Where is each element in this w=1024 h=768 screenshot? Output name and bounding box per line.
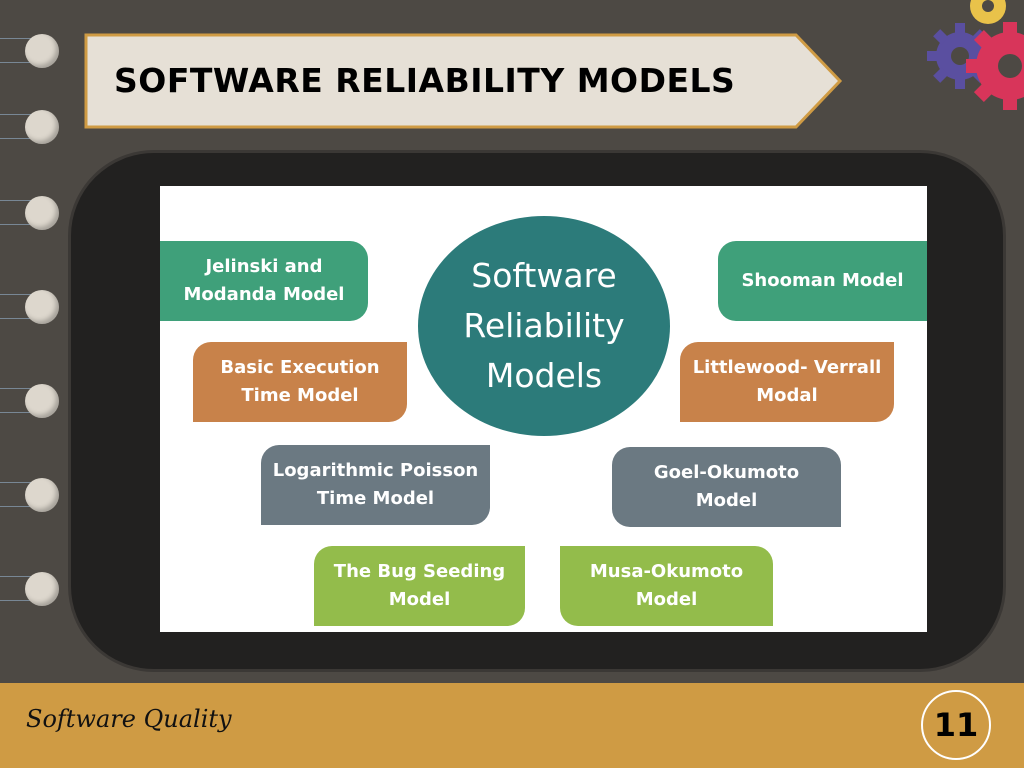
diagram-node: Goel-Okumoto Model (612, 447, 841, 527)
diagram-node: Musa-Okumoto Model (560, 546, 773, 626)
diagram-node: Logarithmic Poisson Time Model (261, 445, 490, 525)
notebook-ring (0, 34, 62, 74)
gears-icon (918, 0, 1024, 118)
notebook-ring-icon (25, 384, 59, 418)
diagram-node: Jelinski and Modanda Model (160, 241, 368, 321)
diagram-center: Software Reliability Models (418, 216, 670, 436)
diagram-node: The Bug Seeding Model (314, 546, 525, 626)
diagram-screen: Software Reliability Models Jelinski and… (160, 186, 927, 632)
footer-bar: Software Quality (0, 683, 1024, 768)
diagram-node: Basic Execution Time Model (193, 342, 407, 422)
notebook-ring (0, 572, 62, 612)
notebook-ring (0, 384, 62, 424)
title-banner: SOFTWARE RELIABILITY MODELS (84, 33, 844, 129)
notebook-ring (0, 290, 62, 330)
footer-label: Software Quality (26, 705, 232, 733)
notebook-ring-icon (25, 110, 59, 144)
notebook-ring-icon (25, 290, 59, 324)
notebook-ring-icon (25, 34, 59, 68)
notebook-ring-icon (25, 572, 59, 606)
slide-title: SOFTWARE RELIABILITY MODELS (114, 61, 736, 100)
page-number: 11 (921, 690, 991, 760)
notebook-ring (0, 196, 62, 236)
diagram-node: Littlewood- Verrall Modal (680, 342, 894, 422)
diagram-node: Shooman Model (718, 241, 927, 321)
notebook-ring (0, 110, 62, 150)
notebook-ring-icon (25, 478, 59, 512)
notebook-ring-icon (25, 196, 59, 230)
notebook-ring (0, 478, 62, 518)
